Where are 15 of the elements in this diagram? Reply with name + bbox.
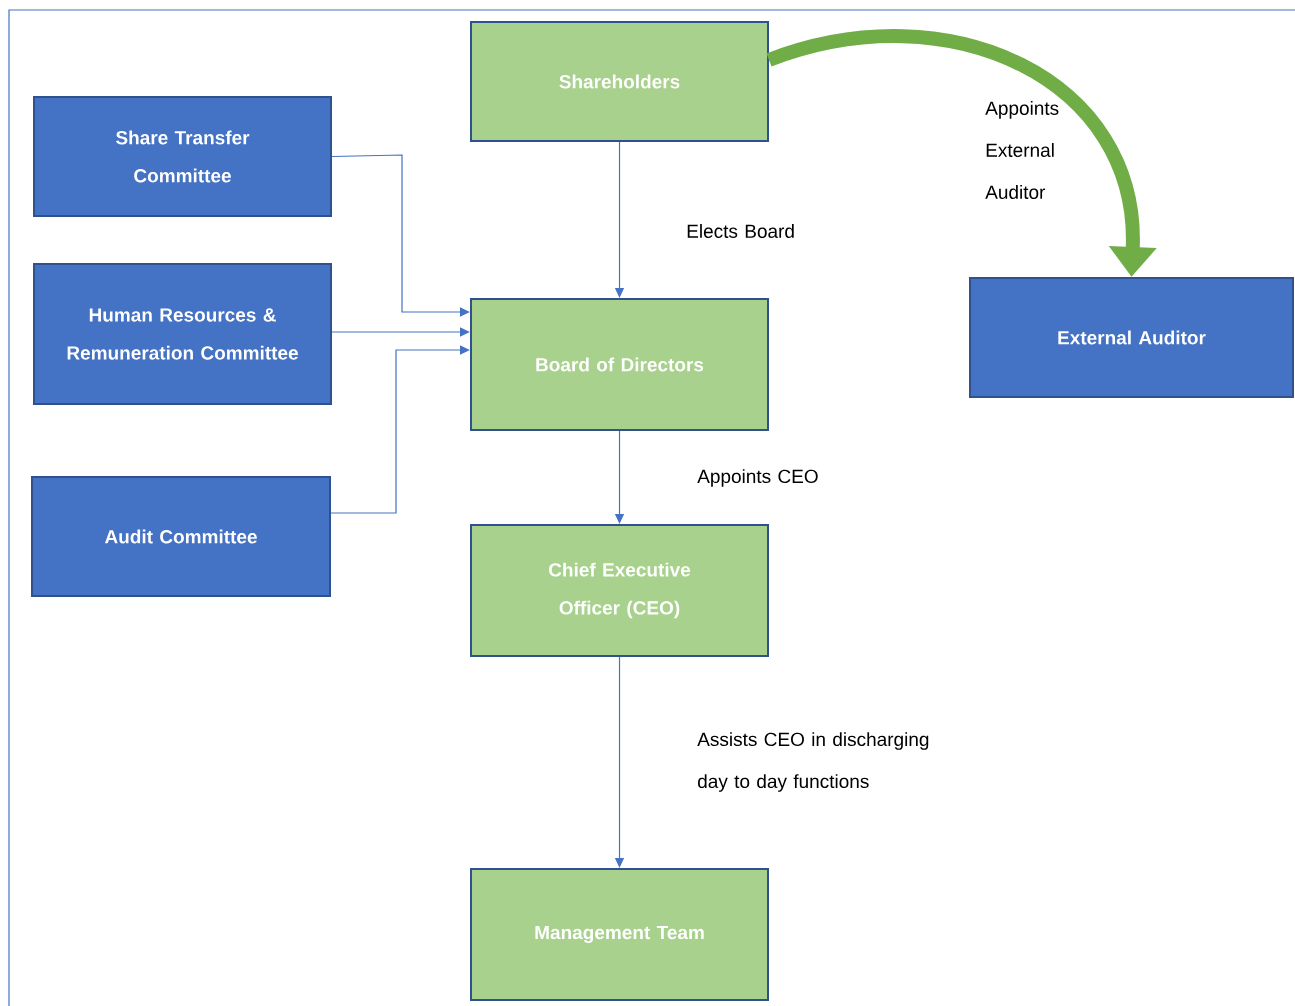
process-box: Chief Executive Officer (CEO) (470, 524, 769, 657)
edge-label: Assists CEO in discharging day to day functions (697, 732, 929, 792)
committee-box: External Auditor (969, 277, 1294, 398)
process-box: Shareholders (470, 21, 769, 142)
edge-label: Appoints CEO (697, 469, 818, 487)
edge-label: Appoints External Auditor (985, 101, 1059, 199)
arrow (331, 154, 470, 317)
arrow (330, 345, 470, 514)
committee-box: Share Transfer Committee (33, 96, 332, 217)
process-box: Board of Directors (470, 298, 769, 431)
process-box: Management Team (470, 868, 769, 1001)
edge-label: Elects Board (687, 224, 794, 238)
committee-box: Audit Committee (31, 476, 331, 597)
committee-box: Human Resources & Remuneration Committee (33, 263, 332, 405)
arrow (331, 327, 470, 337)
